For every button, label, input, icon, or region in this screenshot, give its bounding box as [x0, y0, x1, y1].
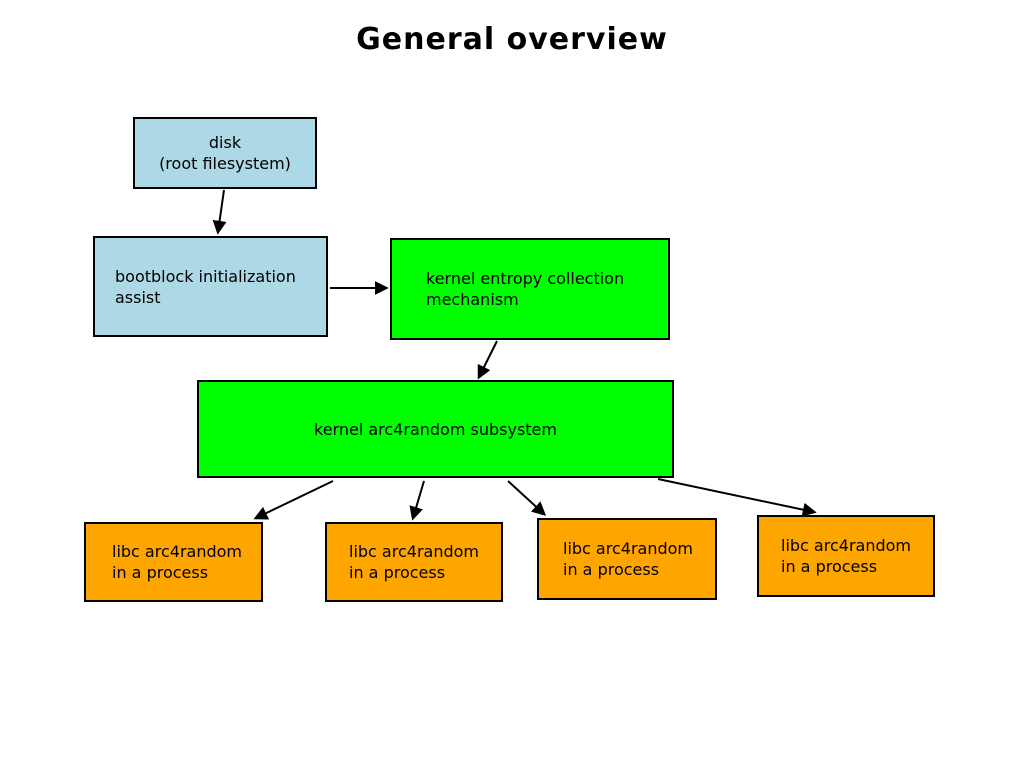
node-entropy-label-line2: mechanism: [426, 290, 519, 309]
node-libc-1-label-line1: libc arc4random: [112, 542, 242, 561]
node-libc-4-label-line2: in a process: [781, 557, 878, 576]
edge-arc4random-to-libc-2: [409, 480, 425, 521]
page-title: General overview: [356, 22, 668, 57]
node-libc-4-label-line1: libc arc4random: [781, 536, 911, 555]
node-bootblock-label-line2: assist: [115, 287, 161, 307]
edge-entropy-to-arc4random: [477, 340, 498, 380]
edge-arc4random-to-libc-4: [657, 478, 817, 517]
node-libc-2-label-line2: in a process: [349, 563, 446, 582]
node-disk-label-line1: disk: [208, 133, 242, 152]
node-kernel-entropy-collection: kernel entropy collection mechanism: [390, 238, 670, 340]
node-libc-1-label-line2: in a process: [112, 563, 209, 582]
node-kernel-arc4random-subsystem: kernel arc4random subsystem: [197, 380, 674, 478]
node-bootblock-label-line1: bootblock initialization: [115, 266, 296, 286]
node-libc-process-4: libc arc4random in a process: [757, 515, 935, 597]
node-libc-3-label-line2: in a process: [563, 560, 660, 579]
edge-arc4random-to-libc-3: [507, 480, 547, 516]
node-libc-process-1: libc arc4random in a process: [84, 522, 263, 602]
node-libc-process-3: libc arc4random in a process: [537, 518, 717, 600]
node-disk-label-line2: (root filesystem): [159, 154, 291, 173]
edge-arc4random-to-libc-1: [253, 480, 334, 520]
node-disk: disk (root filesystem): [133, 117, 317, 189]
node-entropy-label-line1: kernel entropy collection: [426, 269, 625, 288]
node-libc-3-label-line1: libc arc4random: [563, 539, 693, 558]
node-libc-process-2: libc arc4random in a process: [325, 522, 503, 602]
edge-disk-to-bootblock: [212, 189, 227, 235]
node-libc-2-label-line1: libc arc4random: [349, 542, 479, 561]
node-bootblock-initialization-assist: bootblock initialization assist: [93, 236, 328, 337]
node-arc4random-label: kernel arc4random subsystem: [314, 419, 557, 439]
